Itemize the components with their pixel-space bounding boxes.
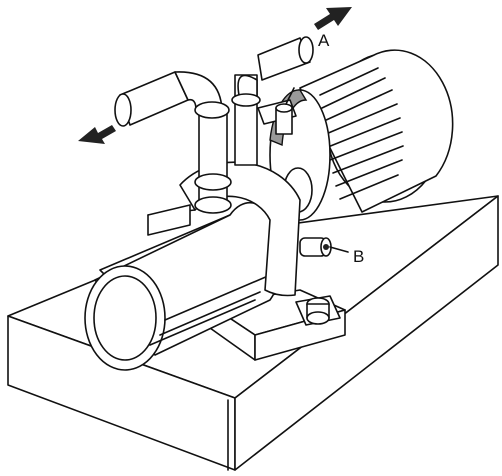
flow-arrows	[78, 7, 352, 144]
outlet-arrow-icon	[78, 125, 116, 144]
motor-cooling-fins	[319, 67, 404, 200]
inlet-arrow-icon	[314, 7, 352, 30]
label-a: A	[318, 31, 330, 50]
pipe-assembly	[114, 36, 314, 214]
sensor-a	[257, 87, 297, 135]
label-b: B	[353, 247, 364, 266]
sensor-b	[299, 237, 349, 257]
